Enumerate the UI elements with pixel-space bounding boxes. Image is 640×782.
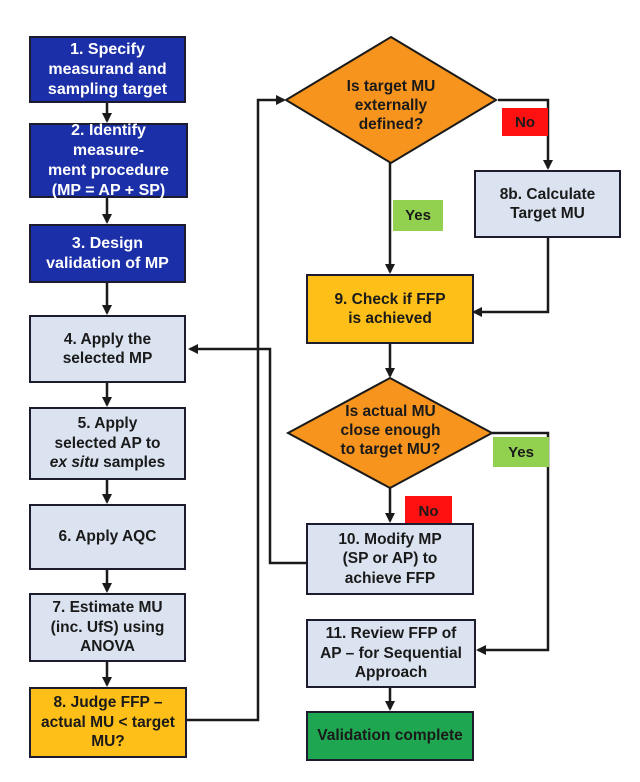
step-2-identify-procedure: 2. Identify measure- ment procedure (MP …: [29, 121, 188, 199]
step-11-label: 11. Review FFP of AP – for Sequential Ap…: [320, 625, 462, 682]
step-9-label: 9. Check if FFP is achieved: [334, 290, 446, 327]
decision-2-no-tag: No: [405, 496, 452, 526]
step-8b-calculate-target-mu: 8b. Calculate Target MU: [474, 170, 621, 238]
step-7-estimate-mu: 7. Estimate MU (inc. UfS) using ANOVA: [29, 593, 186, 662]
decision-1-no-tag: No: [502, 108, 548, 136]
step-9-check-ffp: 9. Check if FFP is achieved: [306, 274, 474, 344]
decision-2-text: Is actual MU close enough to target MU?: [340, 403, 441, 458]
step-11-review-ffp: 11. Review FFP of AP – for Sequential Ap…: [306, 619, 476, 688]
step-1-label: 1. Specify measurand and sampling target: [47, 40, 168, 98]
step-6-label: 6. Apply AQC: [58, 528, 157, 546]
validation-complete: Validation complete: [306, 711, 474, 761]
step-1-specify-measurand: 1. Specify measurand and sampling target: [29, 36, 186, 103]
arrow-10-to-4: [188, 344, 306, 565]
decision-2-yes-tag: Yes: [493, 437, 549, 467]
step-8b-label: 8b. Calculate Target MU: [499, 185, 596, 222]
step-7-label: 7. Estimate MU (inc. UfS) using ANOVA: [50, 599, 165, 656]
step-5-line-1: 5. Apply: [77, 415, 138, 433]
step-6-apply-aqc: 6. Apply AQC: [29, 504, 186, 570]
step-3-design-validation: 3. Design validation of MP: [29, 224, 186, 283]
step-10-modify-mp: 10. Modify MP (SP or AP) to achieve FFP: [306, 523, 474, 595]
arrow-decision2-yes: [476, 431, 550, 655]
step-5-line-2: selected AP to: [54, 434, 161, 452]
validation-complete-label: Validation complete: [317, 727, 463, 745]
step-3-label: 3. Design validation of MP: [46, 234, 169, 272]
arrow-decision1-no: [498, 98, 553, 170]
step-4-label: 4. Apply the selected MP: [62, 330, 153, 367]
step-5-italic-text: ex situ: [49, 454, 99, 472]
arrow-8b-to-9: [472, 238, 550, 317]
step-10-label: 10. Modify MP (SP or AP) to achieve FFP: [338, 530, 442, 587]
arrow-8-to-decision1: [187, 95, 286, 722]
decision-1-text: Is target MU externally defined?: [346, 78, 436, 133]
step-5-line-3: samples: [98, 454, 166, 472]
decision-1-yes-tag: Yes: [393, 200, 443, 231]
step-8-judge-ffp: 8. Judge FFP – actual MU < target MU?: [29, 687, 187, 758]
decision-diamond-1: [284, 35, 498, 165]
step-2-label: 2. Identify measure- ment procedure (MP …: [48, 121, 169, 199]
decision-diamond-2: [285, 376, 495, 490]
step-8-label: 8. Judge FFP – actual MU < target MU?: [41, 694, 175, 751]
step-4-apply-selected-mp: 4. Apply the selected MP: [29, 315, 186, 383]
